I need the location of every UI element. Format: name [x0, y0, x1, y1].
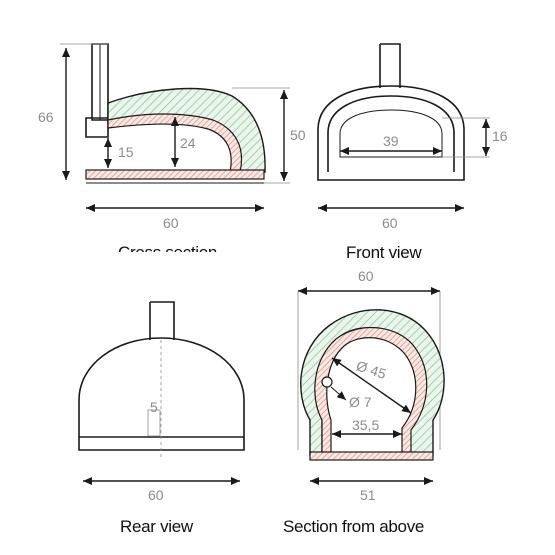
dim-line-flue-diameter — [330, 386, 347, 401]
front-chimney — [379, 43, 401, 88]
rear-center-mark — [147, 409, 161, 437]
dim-mouth-width: 35,5 — [352, 417, 379, 433]
dim-chamber-height: 24 — [180, 135, 196, 151]
dim-rear-center-mark: 5 — [150, 399, 158, 415]
caption-rear-view: Rear view — [120, 517, 194, 536]
dim-dome-height: 50 — [290, 127, 306, 143]
flue-base — [85, 117, 109, 138]
front-view: 39 16 60 Front view — [317, 43, 508, 262]
rear-chimney — [149, 301, 175, 340]
dim-front-width: 60 — [382, 215, 398, 231]
flue-hole — [321, 376, 333, 388]
rear-outline — [78, 337, 245, 451]
front-opening — [339, 109, 443, 158]
above-firebrick-layer — [314, 327, 428, 456]
cross-section-view: 66 15 24 50 60 Cross section — [38, 43, 306, 262]
dim-opening-height: 16 — [492, 128, 508, 144]
front-outer-outline — [317, 85, 465, 181]
dim-total-height: 66 — [38, 109, 54, 125]
crop-mask — [100, 252, 260, 262]
caption-front-view: Front view — [346, 243, 422, 262]
dim-width: 60 — [163, 215, 179, 231]
dim-inner-diameter: Ø 45 — [354, 357, 388, 382]
oven-floor-slab — [85, 169, 265, 180]
rear-view: 5 60 Rear view — [78, 301, 245, 536]
dim-top-width: 60 — [358, 268, 374, 284]
dim-flue-diameter: Ø 7 — [349, 394, 372, 410]
section-from-above-view: 60 Ø 45 Ø 7 35,5 51 Section from above — [283, 268, 445, 536]
dim-base-width: 51 — [360, 487, 376, 503]
dim-rear-width: 60 — [148, 487, 164, 503]
dim-line-inner-diameter — [331, 357, 412, 414]
dim-opening-width: 39 — [383, 133, 399, 149]
above-floor-slab — [309, 451, 434, 461]
caption-section-from-above: Section from above — [283, 517, 424, 536]
dim-chimney-base-height: 15 — [118, 144, 134, 160]
